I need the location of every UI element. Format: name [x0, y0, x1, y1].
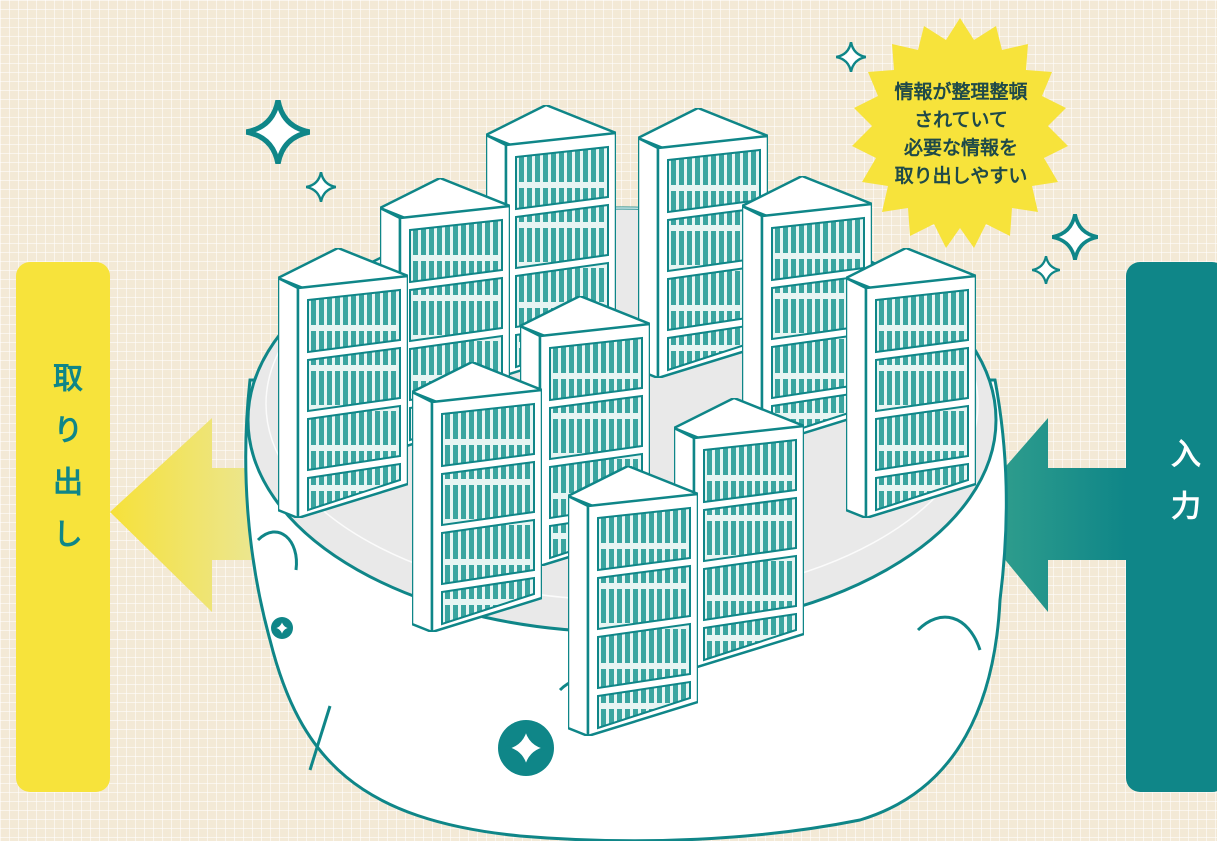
output-panel — [16, 262, 110, 792]
bookshelf-icon — [412, 362, 542, 632]
callout-line: 情報が整理整頓 — [894, 81, 1028, 103]
arrow-left-icon — [110, 418, 285, 612]
bookshelf-icon — [278, 248, 408, 518]
callout-line: 必要な情報を — [903, 137, 1018, 159]
callout-line: 取り出しやすい — [894, 165, 1028, 187]
sparkle-icon — [836, 42, 866, 72]
output-label: 取り出し — [47, 362, 82, 570]
input-panel — [1126, 262, 1217, 792]
sparkle-icon — [1052, 214, 1098, 260]
callout-line: されていて — [914, 109, 1008, 131]
bookshelf-icon — [568, 466, 698, 736]
callout-burst — [852, 18, 1068, 248]
sparkle-icon — [1032, 256, 1060, 284]
callout-text: 情報が整理整頓 されていて 必要な情報を 取り出しやすい — [846, 78, 1076, 190]
bookshelf-icon — [846, 248, 976, 518]
sparkle-icon — [246, 100, 310, 164]
input-label: 入力 — [1165, 438, 1200, 542]
sparkle-icon — [306, 172, 336, 202]
